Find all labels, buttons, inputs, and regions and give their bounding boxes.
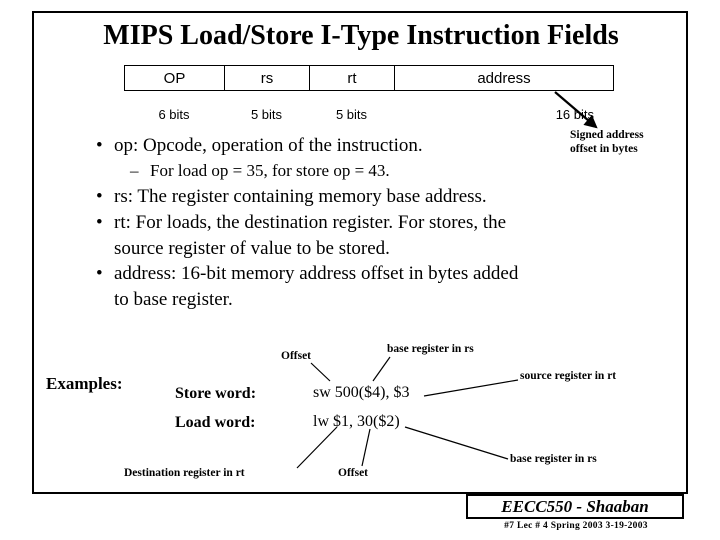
examples-label: Examples: bbox=[46, 374, 123, 393]
bullet-rt: • rt: For loads, the destination registe… bbox=[88, 210, 648, 235]
bullet-marker: • bbox=[96, 135, 103, 156]
annotation-source-register-rt: source register in rt bbox=[520, 370, 617, 382]
bullet-address: • address: 16-bit memory address offset … bbox=[88, 261, 648, 286]
annotation-offset-bottom: Offset bbox=[338, 467, 369, 479]
load-word-code: lw $1, 30($2) bbox=[313, 413, 400, 430]
bullet-rt-text-line1: rt: For loads, the destination register.… bbox=[114, 212, 507, 233]
bullet-marker: • bbox=[96, 186, 103, 207]
field-bits-address: 16 bits bbox=[555, 106, 594, 122]
load-word-label: Load word: bbox=[175, 414, 256, 431]
dash-marker: – bbox=[130, 161, 139, 180]
annotation-base-register-rs-top: base register in rs bbox=[387, 343, 474, 355]
bullet-marker: • bbox=[96, 263, 103, 284]
annotation-destination-register-rt: Destination register in rt bbox=[124, 467, 245, 479]
bullet-op-sub: – For load op = 35, for store op = 43. bbox=[88, 159, 648, 183]
bullet-rs: • rs: The register containing memory bas… bbox=[88, 184, 648, 209]
bullet-list: • op: Opcode, operation of the instructi… bbox=[88, 133, 648, 312]
store-word-code: sw 500($4), $3 bbox=[313, 384, 410, 401]
instruction-fields-table: OP rs rt address bbox=[124, 65, 614, 91]
signed-address-line2: offset in bytes bbox=[570, 143, 638, 155]
bullet-op-text: op: Opcode, operation of the instruction… bbox=[114, 135, 423, 156]
bullet-op: • op: Opcode, operation of the instructi… bbox=[88, 133, 648, 158]
store-word-label: Store word: bbox=[175, 385, 257, 402]
bullet-address-text-line2: to base register. bbox=[114, 289, 233, 310]
page-title: MIPS Load/Store I-Type Instruction Field… bbox=[103, 20, 619, 51]
signed-address-line1: Signed address bbox=[570, 129, 644, 141]
field-header-op: OP bbox=[125, 66, 225, 90]
field-header-address: address bbox=[477, 69, 531, 87]
annotation-offset-top: Offset bbox=[281, 350, 312, 362]
bullet-address-text-line1: address: 16-bit memory address offset in… bbox=[114, 263, 519, 284]
signed-address-note: Signed address offset in bytes bbox=[570, 128, 700, 156]
footer-box bbox=[466, 494, 684, 519]
annotation-base-register-rs-bottom: base register in rs bbox=[510, 453, 597, 465]
slide-border bbox=[32, 11, 688, 494]
field-header-rs: rs bbox=[225, 66, 310, 90]
bullet-rs-text: rs: The register containing memory base … bbox=[114, 186, 487, 207]
field-bits-rt: 5 bits bbox=[335, 106, 368, 122]
bullet-op-sub-text: For load op = 35, for store op = 43. bbox=[150, 161, 390, 180]
field-bits-op: 6 bits bbox=[158, 106, 190, 122]
instruction-fields-bits: 6 bits 5 bits 5 bits 16 bits bbox=[124, 105, 614, 123]
field-bits-rs: 5 bits bbox=[250, 106, 283, 122]
footer-title: EECC550 - Shaaban bbox=[501, 497, 649, 516]
field-header-rt: rt bbox=[310, 66, 395, 90]
footer-subtitle: #7 Lec # 4 Spring 2003 3-19-2003 bbox=[504, 521, 648, 531]
bullet-rt-text-line2: source register of value to be stored. bbox=[114, 238, 390, 259]
bullet-marker: • bbox=[96, 212, 103, 233]
